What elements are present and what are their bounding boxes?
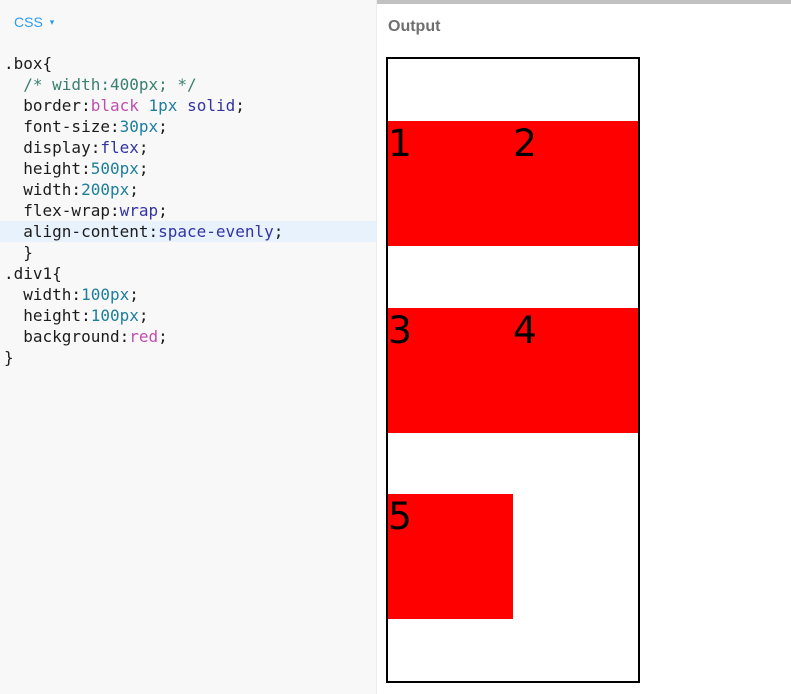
code-line[interactable]: height:500px; [0, 158, 376, 179]
code-token-plain: ; [158, 327, 168, 346]
css-editor-panel: CSS ▾ .box{ /* width:400px; */ border:bla… [0, 0, 377, 694]
code-token-colorkw: black [90, 96, 139, 115]
code-token-plain: } [4, 348, 14, 367]
code-token-plain [139, 96, 149, 115]
code-token-plain: align-content: [4, 222, 159, 241]
code-line[interactable]: background:red; [0, 326, 376, 347]
code-line[interactable]: } [0, 347, 376, 368]
code-token-keyword: space-evenly [158, 222, 274, 241]
code-token-colorkw: red [129, 327, 159, 346]
css-language-dropdown[interactable]: CSS ▾ [14, 14, 54, 30]
css-language-label: CSS [14, 14, 43, 30]
flex-item: 2 [513, 120, 638, 246]
code-line[interactable]: .div1{ [0, 263, 376, 284]
code-token-plain: border: [4, 96, 91, 115]
code-token-plain: ; [273, 222, 284, 241]
code-token-plain: ; [138, 159, 149, 178]
code-token-number: 30px [119, 117, 159, 136]
code-token-keyword: solid [187, 96, 236, 115]
code-token-plain: ; [158, 117, 168, 136]
code-token-plain: width: [4, 180, 82, 199]
code-token-plain: ; [138, 306, 149, 325]
code-token-plain [4, 75, 23, 94]
code-line[interactable]: } [0, 242, 376, 263]
code-line[interactable]: font-size:30px; [0, 116, 376, 137]
code-token-plain: } [4, 243, 33, 262]
code-line[interactable]: .box{ [0, 53, 376, 74]
code-line[interactable]: height:100px; [0, 305, 376, 326]
code-line-active[interactable]: align-content:space-evenly; [0, 221, 376, 242]
code-token-plain: ; [138, 138, 149, 157]
output-title: Output [388, 18, 441, 35]
code-token-plain: ; [158, 201, 168, 220]
code-token-number: 200px [81, 180, 130, 199]
css-code-editor[interactable]: .box{ /* width:400px; */ border:black 1p… [0, 39, 376, 368]
code-token-number: 100px [90, 306, 139, 325]
code-line[interactable]: flex-wrap:wrap; [0, 200, 376, 221]
code-token-plain: display: [4, 138, 101, 157]
flex-item: 3 [388, 307, 513, 433]
code-token-plain: .box{ [4, 54, 53, 73]
code-token-number: 1px [148, 96, 178, 115]
code-token-number: 100px [81, 285, 130, 304]
code-token-plain [177, 96, 187, 115]
code-token-plain: .div1{ [4, 264, 62, 283]
panel-resize-handle[interactable] [377, 0, 791, 4]
code-token-plain: width: [4, 285, 82, 304]
code-token-keyword: flex [100, 138, 139, 157]
code-token-number: 500px [90, 159, 139, 178]
code-token-plain: ; [235, 96, 245, 115]
code-line[interactable]: /* width:400px; */ [0, 74, 376, 95]
chevron-down-icon: ▾ [49, 17, 55, 27]
flex-item: 5 [388, 494, 513, 620]
code-line[interactable]: width:100px; [0, 284, 376, 305]
code-token-plain: height: [4, 306, 91, 325]
code-token-plain: ; [129, 180, 139, 199]
code-token-plain: flex-wrap: [4, 201, 120, 220]
code-token-plain: height: [4, 159, 91, 178]
code-line[interactable]: width:200px; [0, 179, 376, 200]
code-line[interactable]: border:black 1px solid; [0, 95, 376, 116]
code-token-comment: /* width:400px; */ [23, 75, 197, 94]
code-token-plain: background: [4, 327, 130, 346]
flex-item: 1 [388, 120, 513, 246]
editor-panel-header: CSS ▾ [0, 0, 376, 39]
flex-item: 4 [513, 307, 638, 433]
code-token-keyword: wrap [119, 201, 159, 220]
code-token-plain: font-size: [4, 117, 120, 136]
code-line[interactable]: display:flex; [0, 137, 376, 158]
code-token-plain: ; [129, 285, 139, 304]
